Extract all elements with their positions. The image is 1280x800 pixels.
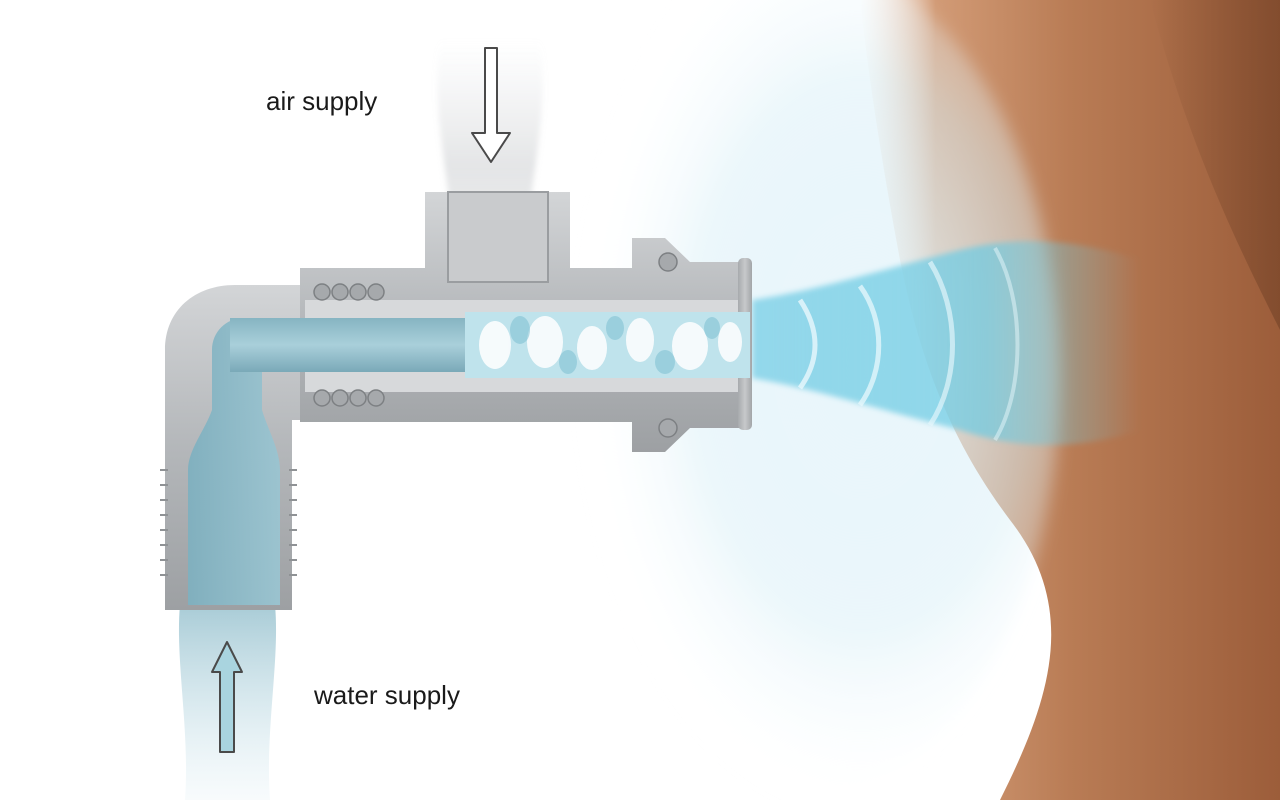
water-spray	[752, 241, 1140, 445]
arrow-up-icon	[211, 641, 243, 753]
thread-ridges	[160, 469, 297, 576]
arrow-down-icon	[471, 47, 511, 163]
air-supply-label: air supply	[266, 86, 378, 116]
water-channel	[188, 312, 750, 605]
o-ring-seals	[313, 252, 678, 438]
mist-haze	[540, 0, 1060, 800]
air-bubbles	[479, 316, 742, 370]
water-supply-label: water supply	[314, 680, 460, 710]
